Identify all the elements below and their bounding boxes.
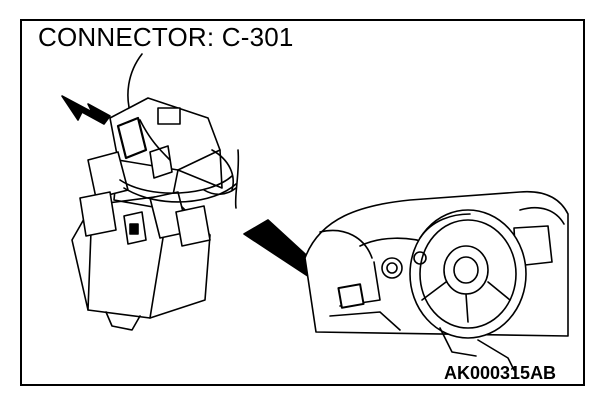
- figure-code: AK000315AB: [444, 363, 557, 383]
- junction-block: [71, 97, 240, 331]
- steering-wheel: [409, 209, 527, 371]
- instrument-cluster: [381, 251, 427, 279]
- pointer-arrow-icon: [61, 95, 111, 125]
- connector-title: CONNECTOR: C-301: [38, 22, 294, 52]
